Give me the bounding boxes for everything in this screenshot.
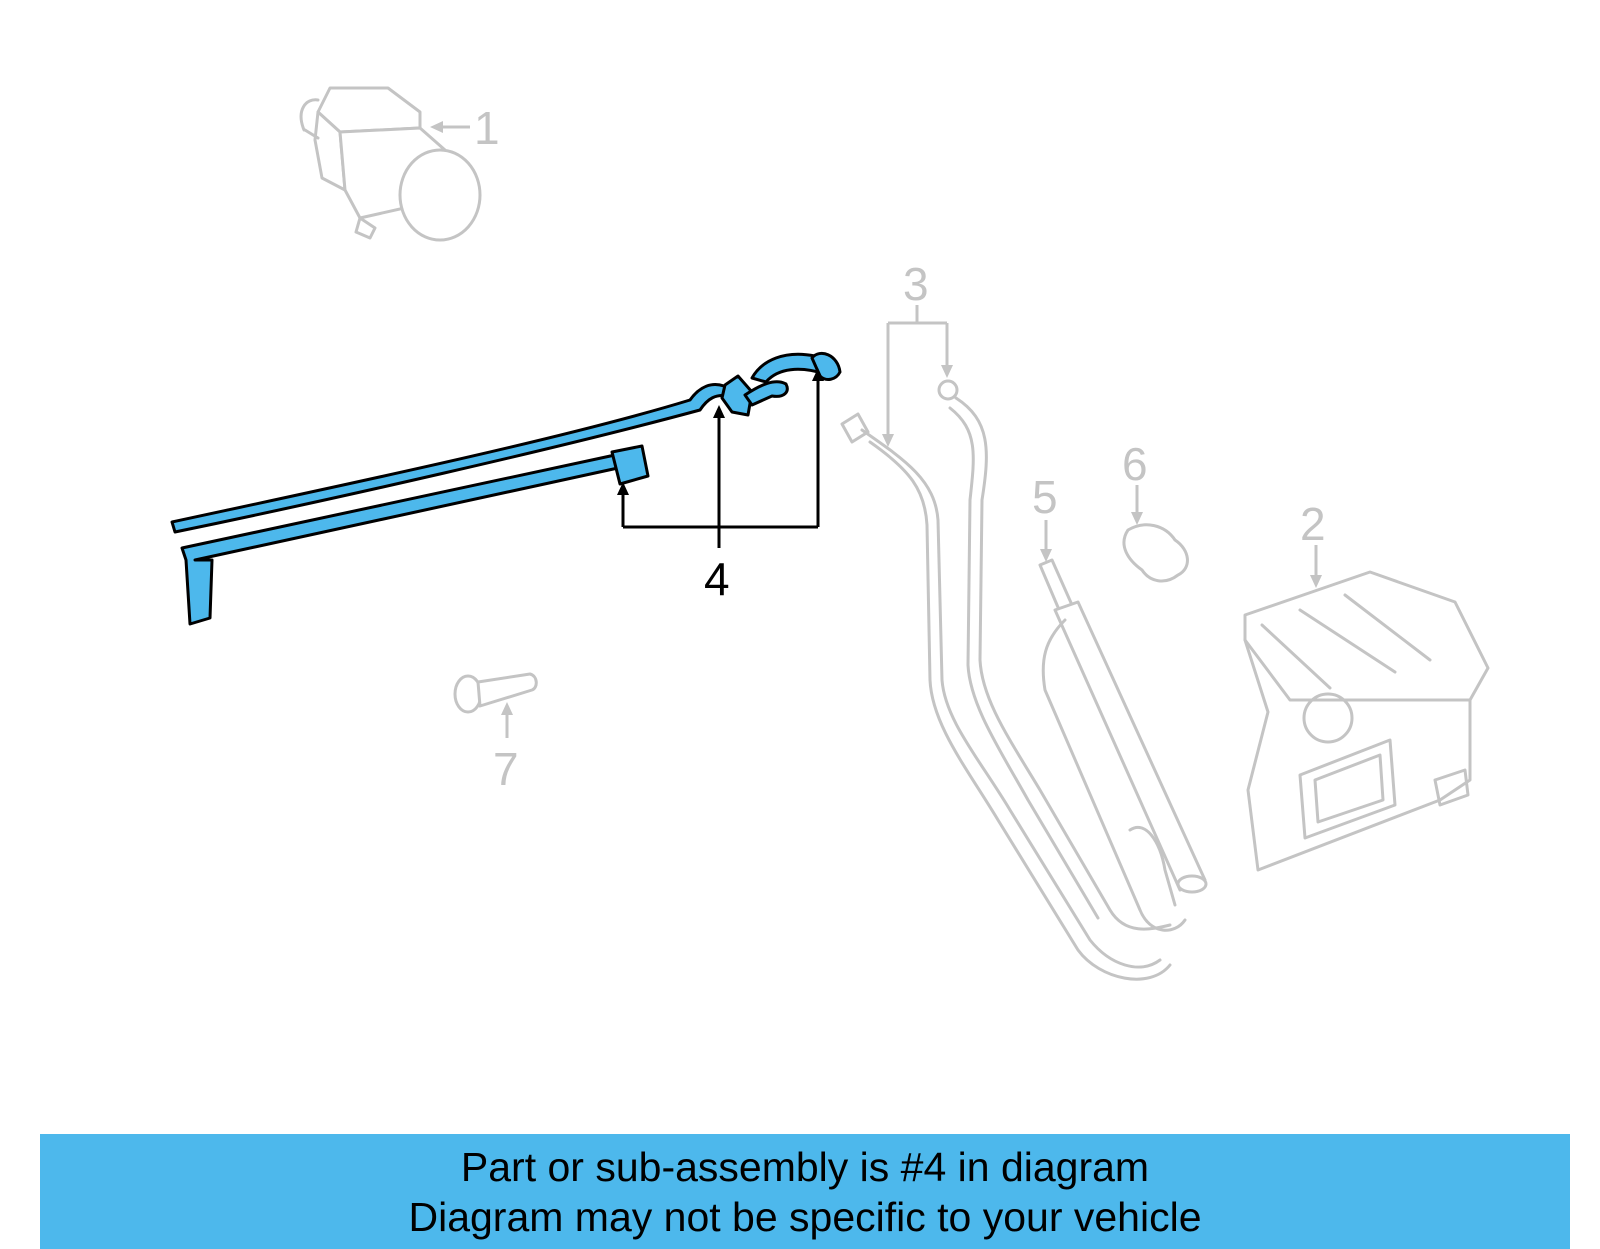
callout-2-arrow <box>1310 545 1322 588</box>
banner-line-disclaimer: Diagram may not be specific to your vehi… <box>408 1194 1202 1240</box>
callout-7: 7 <box>493 743 519 795</box>
callout-2: 2 <box>1300 498 1326 550</box>
callout-6-arrow <box>1131 485 1143 525</box>
part-1-drawing <box>299 86 482 242</box>
callout-5: 5 <box>1032 471 1058 523</box>
part-7-drawing <box>453 672 538 714</box>
part-4-drawing <box>170 352 842 626</box>
callout-7-arrow <box>501 702 513 738</box>
banner-background <box>40 1134 1570 1249</box>
part-2-drawing <box>1243 570 1490 872</box>
callout-6: 6 <box>1122 438 1148 490</box>
part-6-drawing <box>1122 523 1189 583</box>
part-3-drawing <box>840 379 1172 981</box>
part-5-drawing <box>1038 558 1208 932</box>
banner-line-part: Part or sub-assembly is #4 in diagram <box>460 1144 1150 1190</box>
callout-5-arrow <box>1040 520 1052 562</box>
callout-3-bracket <box>882 305 953 447</box>
callout-4: 4 <box>704 553 730 605</box>
callout-3: 3 <box>903 258 929 310</box>
callout-1-arrow <box>430 121 470 133</box>
callout-4-bracket <box>617 368 824 548</box>
info-banner: Part or sub-assembly is #4 in diagram Di… <box>40 1134 1570 1249</box>
callout-1: 1 <box>474 102 500 154</box>
